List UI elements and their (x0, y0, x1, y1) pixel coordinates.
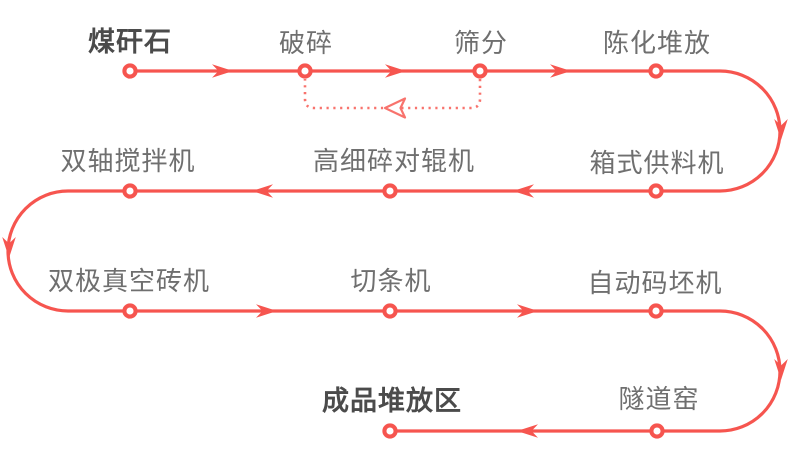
node-crushing (297, 63, 313, 79)
node-coal-gangue (122, 63, 138, 79)
arrow-down-icon (2, 237, 16, 258)
label-coal-gangue: 煤矸石 (88, 27, 172, 57)
label-box-feeder: 箱式供料机 (589, 148, 725, 178)
label-auto-stacker: 自动码坯机 (587, 268, 723, 298)
open-arrow-left-icon (383, 97, 407, 119)
label-aging-stockpile: 陈化堆放 (602, 28, 712, 58)
label-fine-roller-crusher: 高细碎对辊机 (312, 146, 476, 176)
label-tunnel-kiln: 隧道窑 (618, 384, 700, 414)
node-screening (472, 63, 488, 79)
label-vacuum-brick-machine: 双极真空砖机 (47, 266, 211, 296)
arrow-right-icon (550, 64, 571, 78)
label-screening: 筛分 (453, 28, 509, 58)
label-twin-shaft-mixer: 双轴搅拌机 (60, 146, 196, 176)
label-strip-cutter: 切条机 (350, 266, 432, 296)
node-tunnel-kiln (649, 423, 665, 439)
arrow-down-icon (774, 119, 788, 140)
node-strip-cutter (382, 303, 398, 319)
label-finished-area: 成品堆放区 (322, 386, 462, 416)
label-crushing: 破碎 (278, 28, 334, 58)
arrow-left-icon (252, 184, 273, 198)
arrow-right-icon (256, 304, 277, 318)
arrow-right-icon (517, 304, 538, 318)
node-auto-stacker (648, 303, 664, 319)
node-vacuum-brick-machine (122, 303, 138, 319)
node-aging-stockpile (648, 63, 664, 79)
arrow-left-icon (513, 184, 534, 198)
arrow-right-icon (212, 64, 233, 78)
node-twin-shaft-mixer (122, 183, 138, 199)
arrow-right-icon (385, 64, 406, 78)
node-fine-roller-crusher (382, 183, 398, 199)
arrow-left-icon (517, 424, 538, 438)
node-finished-area (382, 423, 398, 439)
main-flow-path (6, 69, 782, 433)
arrow-down-icon (774, 359, 788, 380)
node-box-feeder (648, 183, 664, 199)
